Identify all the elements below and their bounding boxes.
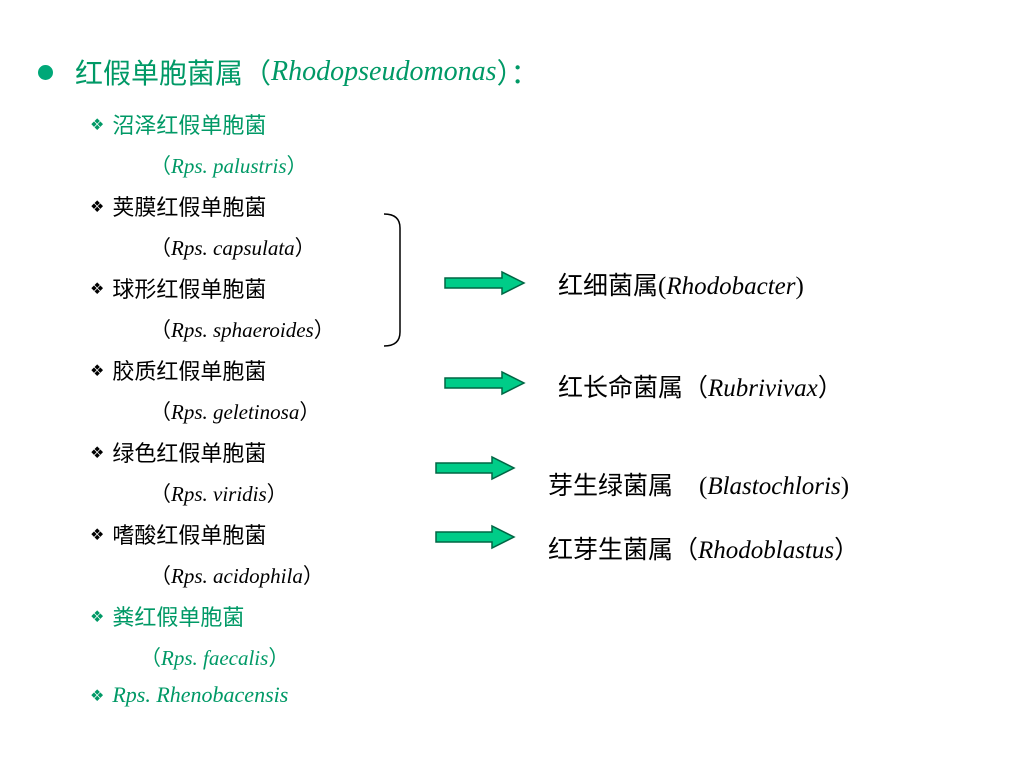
open-paren: （ [150,482,171,506]
open-paren: （ [140,646,161,670]
open-paren: （ [150,154,171,178]
bullet-dot-icon [38,64,53,80]
species-scientific-name: （Rps. faecalis） [140,642,289,672]
scientific-name: Rps. geletinosa [171,400,300,424]
genus-scientific-name: Rubrivivax [708,375,818,402]
diamond-bullet-icon: ❖ [90,114,105,134]
species-item: ❖ 胶质红假单胞菌 [90,354,266,386]
reclassified-genus: 红长命菌属（Rubrivivax） [558,368,843,404]
diamond-bullet-icon: ❖ [90,685,105,705]
open-paren: （ [683,373,709,402]
scientific-name: Rps. viridis [171,482,267,506]
scientific-name: Rps. acidophila [171,564,303,588]
species-item: ❖ 绿色红假单胞菌 [90,436,266,468]
arrow-icon [435,524,516,550]
species-item: ❖ 荚膜红假单胞菌 [90,190,266,222]
species-scientific-name: Rps. Rhenobacensis [112,682,289,707]
open-paren: ( [699,473,708,500]
title-scientific-name: Rhodopseudomonas [271,56,497,87]
close-paren: ) [795,273,804,300]
species-zh: 绿色红假单胞菌 [112,442,267,467]
reclassified-genus: 芽生绿菌属 (Blastochloris) [548,466,849,502]
open-paren: （ [673,535,699,564]
genus-scientific-name: Blastochloris [707,473,841,500]
diamond-bullet-icon: ❖ [90,524,105,544]
open-paren: （ [150,400,171,424]
title-close-paren: ）： [496,57,539,90]
open-paren: （ [150,318,171,342]
diamond-bullet-icon: ❖ [90,442,105,462]
species-zh: 粪红假单胞菌 [112,606,245,631]
close-paren: ） [299,400,321,424]
close-paren: ） [286,154,308,178]
scientific-name: Rps. faecalis [161,646,269,670]
species-zh: 胶质红假单胞菌 [112,360,267,385]
species-scientific-name: （Rps. sphaeroides） [150,314,335,344]
scientific-name: Rps. sphaeroides [171,318,314,342]
open-paren: （ [150,236,171,260]
close-paren: ) [840,473,850,500]
species-zh: 球形红假单胞菌 [112,278,267,303]
close-paren: ） [294,236,316,260]
diamond-bullet-icon: ❖ [90,360,105,380]
close-paren: ） [834,535,860,564]
scientific-name: Rps. capsulata [171,236,295,260]
species-item: ❖ Rps. Rhenobacensis [90,682,288,708]
species-zh: 荚膜红假单胞菌 [112,196,267,221]
species-scientific-name: （Rps. geletinosa） [150,396,320,426]
title-open-paren: （ [243,57,272,90]
close-paren: ） [817,373,843,402]
species-item: ❖ 嗜酸红假单胞菌 [90,518,266,550]
genus-zh: 芽生绿菌属 [548,471,674,500]
close-paren: ） [313,318,335,342]
title-zh: 红假单胞菌属 [75,57,244,90]
species-zh: 嗜酸红假单胞菌 [112,524,267,549]
species-item: ❖ 沼泽红假单胞菌 [90,108,266,140]
right-brace-icon [383,213,401,347]
open-paren: （ [150,564,171,588]
arrow-icon [444,370,526,396]
genus-scientific-name: Rhodoblastus [698,537,835,564]
close-paren: ） [268,646,290,670]
genus-zh: 红细菌属 [558,271,659,300]
genus-scientific-name: Rhodobacter [666,273,796,300]
arrow-icon [435,455,516,481]
species-item: ❖ 球形红假单胞菌 [90,272,266,304]
species-item: ❖ 粪红假单胞菌 [90,600,244,632]
species-scientific-name: （Rps. acidophila） [150,560,324,590]
genus-zh: 红芽生菌属 [548,535,674,564]
close-paren: ） [302,564,324,588]
reclassified-genus: 红芽生菌属（Rhodoblastus） [548,530,859,566]
slide-title: 红假单胞菌属（Rhodopseudomonas）： [38,52,539,92]
reclassified-genus: 红细菌属(Rhodobacter) [558,266,804,302]
species-zh: 沼泽红假单胞菌 [112,114,267,139]
close-paren: ） [266,482,288,506]
species-scientific-name: （Rps. capsulata） [150,232,316,262]
genus-zh: 红长命菌属 [558,373,684,402]
diamond-bullet-icon: ❖ [90,196,105,216]
scientific-name: Rps. palustris [171,154,287,178]
open-paren: ( [658,273,667,300]
diamond-bullet-icon: ❖ [90,278,105,298]
diamond-bullet-icon: ❖ [90,606,105,626]
arrow-icon [444,270,526,296]
species-scientific-name: （Rps. viridis） [150,478,288,508]
species-scientific-name: （Rps. palustris） [150,150,308,180]
